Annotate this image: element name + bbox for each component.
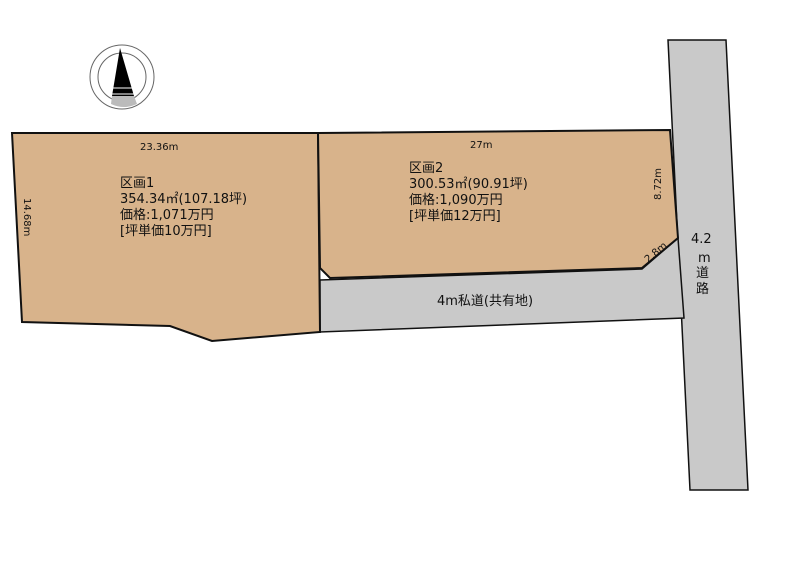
lot2-price: 価格:1,090万円	[409, 192, 503, 208]
public-road-label-4: 路	[696, 281, 709, 297]
public-road-label-2: m	[698, 251, 711, 266]
lot2-area: 300.53㎡(90.91坪)	[409, 177, 528, 192]
lot1-name: 区画1	[120, 176, 154, 191]
north-arrow-icon	[89, 44, 155, 110]
lot1-frontage: 23.36m	[140, 142, 178, 153]
lot1-depth: 14.68m	[21, 198, 32, 236]
lot2-unit-price: [坪単価12万円]	[409, 208, 501, 224]
public-road-label-1: 4.2	[691, 232, 712, 247]
lot2-name: 区画2	[409, 161, 443, 176]
lot2-side: 8.72m	[653, 168, 664, 200]
lot1-unit-price: [坪単価10万円]	[120, 223, 212, 239]
public-road	[667, 39, 749, 491]
private-road-label: 4m私道(共有地)	[437, 294, 533, 309]
lot2-frontage: 27m	[470, 140, 492, 151]
lot-2[interactable]	[316, 128, 680, 280]
lot1-area: 354.34㎡(107.18坪)	[120, 192, 247, 207]
public-road-label-3: 道	[696, 266, 709, 281]
lot1-price: 価格:1,071万円	[120, 207, 214, 223]
